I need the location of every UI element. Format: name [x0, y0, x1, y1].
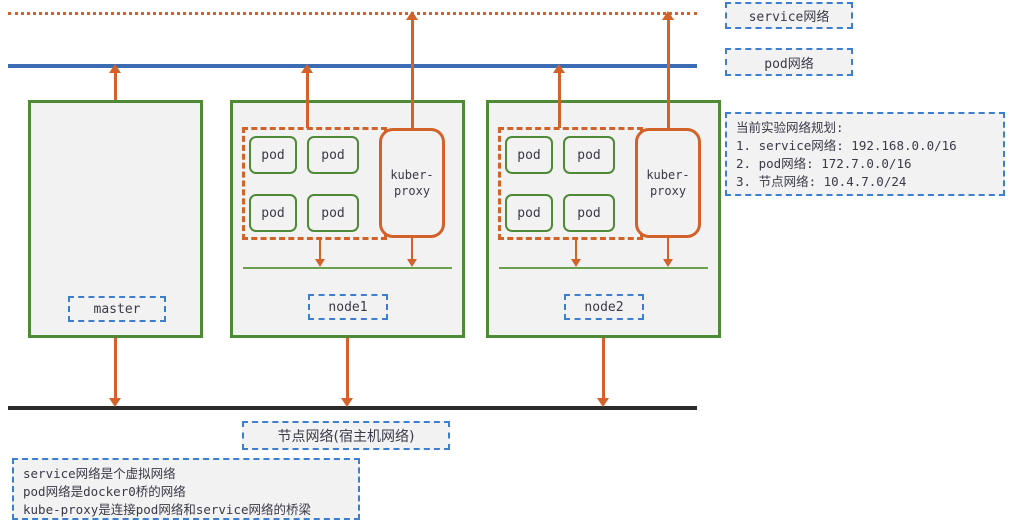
- pod-node1-3-label: pod: [261, 205, 285, 221]
- host-label-node1: node1: [308, 294, 388, 320]
- arrow-node1-proxy-to-host: [411, 238, 413, 263]
- label-node-network-text: 节点网络(宿主机网络): [277, 428, 415, 445]
- pod-node1-1-label: pod: [261, 147, 285, 163]
- arrow-node2-proxy-to-service-network: [667, 16, 670, 128]
- arrow-head-node2-pods-up-icon: [553, 64, 565, 73]
- summary-note: service网络是个虚拟网络 pod网络是docker0桥的网络 kube-p…: [12, 458, 360, 520]
- legend-service-network-text: service网络: [748, 10, 830, 25]
- pod-node2-2[interactable]: pod: [563, 136, 615, 174]
- summary-note-line-2: pod网络是docker0桥的网络: [23, 484, 186, 500]
- network-plan-line-1: 1. service网络: 192.168.0.0/16: [736, 138, 957, 154]
- arrow-node1-proxy-to-service-network: [411, 16, 414, 128]
- network-plan-heading: 当前实验网络规划:: [736, 120, 844, 135]
- arrow-head-node1-proxy-down-icon: [407, 259, 417, 267]
- summary-note-line-3: kube-proxy是连接pod网络和service网络的桥梁: [23, 502, 312, 518]
- pod-node2-4-label: pod: [577, 205, 601, 221]
- arrow-head-master-down-icon: [109, 398, 121, 407]
- host-label-node2-text: node2: [584, 299, 624, 315]
- pod-node1-2-label: pod: [321, 147, 345, 163]
- arrow-head-node2-proxy-down-icon: [663, 259, 673, 267]
- arrow-master-to-node-network: [114, 338, 117, 400]
- service-network-line: [8, 12, 697, 15]
- arrow-master-to-pod-network: [114, 68, 117, 100]
- pod-node2-3-label: pod: [517, 205, 541, 221]
- summary-note-line-1: service网络是个虚拟网络: [23, 466, 176, 481]
- arrow-node1-to-node-network: [346, 338, 349, 400]
- pod-node1-1[interactable]: pod: [249, 136, 297, 174]
- node-network-line: [8, 406, 697, 410]
- arrow-node1-pods-to-pod-network: [306, 68, 309, 128]
- pod-node1-4-label: pod: [321, 205, 345, 221]
- arrow-node2-pods-to-host: [575, 240, 577, 263]
- pod-node2-4[interactable]: pod: [563, 194, 615, 232]
- kube-proxy-node2-line2: proxy: [649, 184, 687, 198]
- arrow-node1-pods-to-host: [319, 240, 321, 263]
- arrow-node2-pods-to-pod-network: [558, 68, 561, 128]
- kube-proxy-node1-line1: kuber-: [390, 167, 434, 182]
- label-node-network: 节点网络(宿主机网络): [242, 421, 450, 450]
- arrow-head-node1-pods-down-icon: [315, 259, 325, 267]
- arrow-head-node2-pods-down-icon: [571, 259, 581, 267]
- legend-service-network: service网络: [725, 2, 853, 29]
- pod-node1-2[interactable]: pod: [307, 136, 359, 174]
- kube-proxy-node1-line2: proxy: [393, 184, 431, 198]
- legend-pod-network-text: pod网络: [764, 56, 814, 72]
- arrow-head-master-up-icon: [109, 64, 121, 73]
- arrow-node2-proxy-to-host: [667, 238, 669, 263]
- kube-proxy-node1[interactable]: kuber- proxy: [379, 128, 445, 238]
- arrow-node2-to-node-network: [602, 338, 605, 400]
- arrow-head-node1-proxy-up-icon: [406, 11, 418, 20]
- pod-node1-3[interactable]: pod: [249, 194, 297, 232]
- legend-pod-network: pod网络: [725, 48, 853, 76]
- host-label-master: master: [68, 296, 166, 322]
- kube-proxy-node2[interactable]: kuber- proxy: [635, 128, 701, 238]
- network-plan-line-3: 3. 节点网络: 10.4.7.0/24: [736, 174, 907, 190]
- arrow-head-node2-down-icon: [597, 398, 609, 407]
- host-label-node2: node2: [564, 294, 644, 320]
- arrow-head-node1-pods-up-icon: [301, 64, 313, 73]
- pod-node2-1[interactable]: pod: [505, 136, 553, 174]
- pod-node1-4[interactable]: pod: [307, 194, 359, 232]
- host-label-node1-text: node1: [328, 299, 368, 315]
- network-plan-line-2: 2. pod网络: 172.7.0.0/16: [736, 156, 912, 172]
- pod-node2-1-label: pod: [517, 147, 541, 163]
- host-node1-separator: [243, 267, 452, 269]
- host-node2-separator: [499, 267, 708, 269]
- host-label-master-text: master: [93, 301, 141, 317]
- network-plan-note: 当前实验网络规划: 1. service网络: 192.168.0.0/16 2…: [725, 112, 1005, 196]
- arrow-head-node1-down-icon: [341, 398, 353, 407]
- pod-node2-3[interactable]: pod: [505, 194, 553, 232]
- arrow-head-node2-proxy-up-icon: [662, 11, 674, 20]
- pod-network-line: [8, 64, 697, 68]
- kube-proxy-node2-line1: kuber-: [646, 167, 690, 182]
- pod-node2-2-label: pod: [577, 147, 601, 163]
